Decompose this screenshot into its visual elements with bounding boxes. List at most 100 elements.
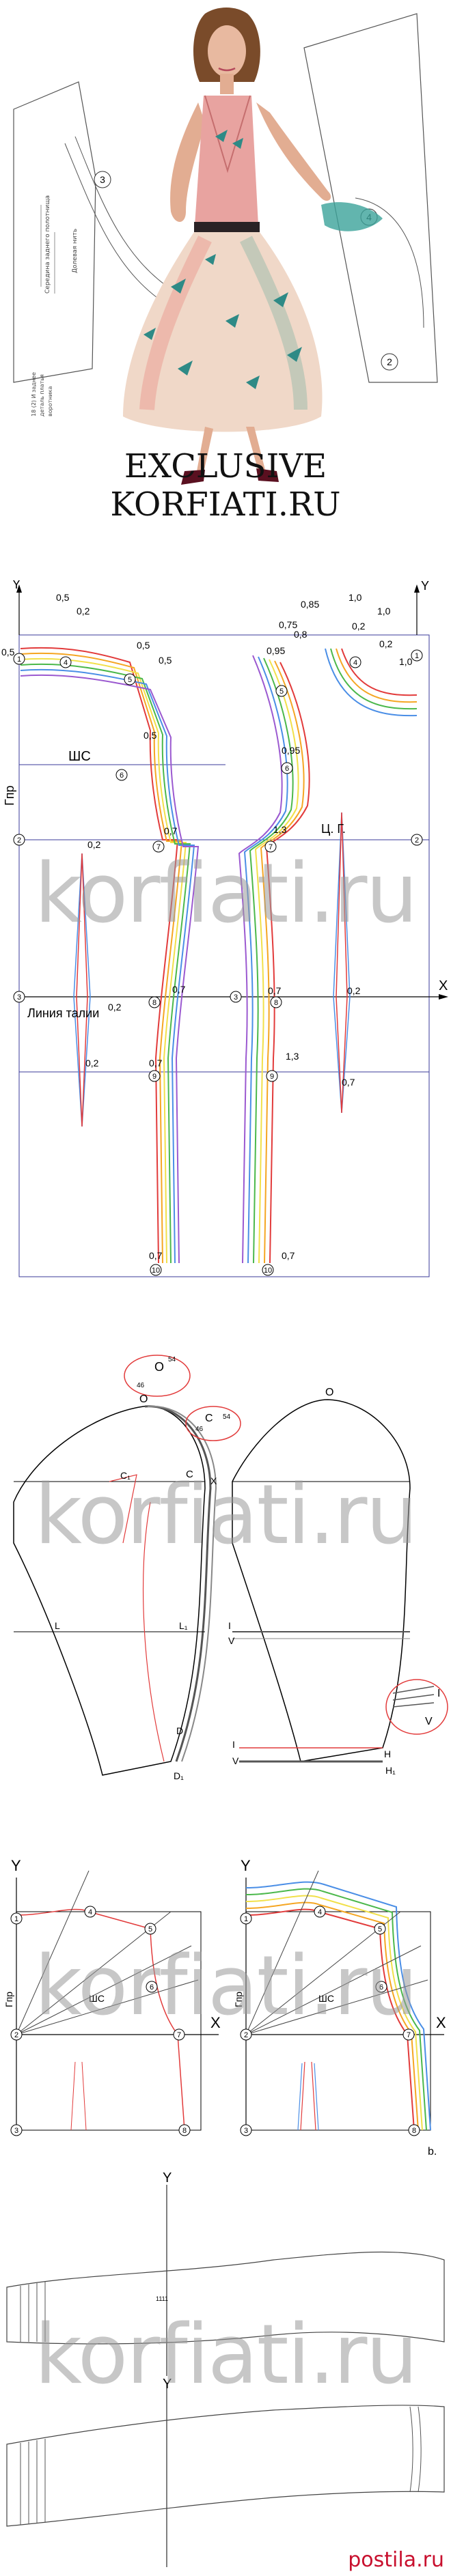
meas-right-1: 0,85: [301, 599, 319, 610]
meas-right-8: 1,0: [399, 656, 413, 667]
zoom-hem-lines: [392, 1686, 435, 1708]
bodice-draft-diagram: Y Y X: [1, 580, 448, 1277]
point-left-7: 7: [156, 843, 161, 851]
watermark-3: korfiati.ru: [34, 1939, 418, 2034]
point-right-9: 9: [270, 1073, 274, 1081]
meas-left-6: 0,7: [164, 825, 178, 836]
zoom-circle-top: [124, 1355, 191, 1397]
label-gpr: Гпр: [3, 785, 16, 806]
point-right-10: 10: [264, 1266, 272, 1275]
y-axis-right-arrow: [414, 584, 420, 593]
mini-right-frame: [245, 1911, 431, 2131]
label-v-right: V: [228, 1635, 235, 1646]
mini-right-point-3: 3: [244, 2127, 248, 2135]
bodice-mini-diagram: Y X Гпр ШС 1 4 5 6 2 7 3 8 Y X: [3, 1857, 446, 2157]
left-shoe: [181, 470, 205, 485]
mini-left-point-3: 3: [14, 2127, 18, 2135]
point-left-10: 10: [152, 1266, 160, 1275]
label-v-right-2: V: [232, 1755, 239, 1766]
mini-right-point-8: 8: [412, 2127, 416, 2135]
meas-right-14: 0,7: [342, 1077, 355, 1088]
meas-left-3: 0,5: [137, 640, 150, 651]
pattern-note-grain: Долевая нить: [72, 229, 79, 273]
point-right-8: 8: [274, 999, 278, 1007]
point-left-2: 2: [17, 836, 21, 845]
label-c-left: C: [186, 1469, 193, 1480]
armhole-curve: [355, 197, 424, 328]
mini-left-label-shs: ШС: [89, 1993, 105, 2004]
meas-left-9: 0,7: [172, 984, 186, 995]
front-bodice-lines: [238, 655, 310, 1264]
watermark-4: korfiati.ru: [34, 2308, 418, 2403]
point-left-6: 6: [120, 772, 124, 780]
mini-left-points: 1 4 5 6 2 7 3 8: [10, 1906, 191, 2136]
point-left-3: 3: [17, 993, 21, 1002]
sleeve-draft-panel: O 46 54 C 46 54 O C C₁ X L L₁ D D₁ O I V…: [0, 1338, 451, 1830]
mini-caption: b.: [428, 2146, 437, 2157]
left-leg: [197, 427, 213, 472]
x-axis-arrow: [439, 994, 448, 1000]
left-arm: [170, 102, 205, 222]
pattern-piece-back: [13, 81, 96, 383]
dress-bodice: [195, 96, 258, 225]
skirt-fold-2: [240, 236, 308, 410]
label-c-circle: C: [205, 1413, 213, 1424]
collar-line: [74, 136, 178, 294]
meas-left-11: 0,7: [149, 1058, 163, 1068]
meas-left-4: 0,5: [159, 655, 172, 666]
point-left-4: 4: [64, 659, 68, 667]
label-c1-left: C₁: [120, 1470, 131, 1481]
mini-left-frame: [16, 1911, 202, 2131]
mini-right-points: 1 4 5 6 2 7 3 8: [240, 1906, 420, 2136]
mini-left-y-label: Y: [11, 1857, 21, 1874]
mini-right-point-4: 4: [318, 1908, 322, 1916]
meas-left-2: 0,5: [1, 647, 15, 657]
front-neck-lines: [325, 648, 418, 717]
meas-right-13: 0,2: [347, 985, 361, 996]
footer-site-label[interactable]: postila.ru: [348, 2548, 444, 2572]
collar-line-2: [64, 143, 172, 308]
meas-left-10: 0,2: [85, 1058, 99, 1068]
feather-clutch: [321, 202, 383, 231]
belt-piece-top: [6, 2251, 445, 2345]
belt-y-label-bottom: Y: [163, 2377, 172, 2392]
measurements-left: 0,5 0,2 0,5 0,5 0,5 0,5 0,7 0,2 0,2 0,7 …: [1, 592, 186, 1261]
lips: [218, 67, 236, 72]
point-right-5: 5: [279, 688, 284, 696]
mini-right-point-1: 1: [244, 1915, 248, 1923]
skirt-fold-1: [139, 236, 212, 410]
sleeve-left-red-line: [109, 1474, 137, 1544]
label-h-right: H: [384, 1749, 391, 1759]
belt-top-stripes: [20, 2282, 46, 2342]
face: [208, 25, 246, 77]
point-right-4: 4: [353, 659, 357, 667]
meas-right-5: 1,0: [377, 606, 391, 617]
point-left-8: 8: [152, 999, 156, 1007]
label-h1-right: H₁: [385, 1765, 396, 1776]
belt-bottom-stripes: [20, 2406, 422, 2525]
belt-mark: 1111: [156, 2295, 168, 2302]
meas-right-4: 0,95: [266, 645, 285, 656]
meas-right-15: 0,7: [282, 1250, 295, 1261]
pattern-piece-front: [303, 13, 438, 383]
measurements-right: 1,0 0,85 0,75 0,8 0,95 1,0 0,2 0,2 1,0 0…: [266, 592, 413, 1261]
pattern-number-3: 3: [100, 174, 105, 185]
meas-right-11: 0,7: [268, 985, 282, 996]
sleeve-left-layers: [144, 1405, 212, 1762]
bodice-mini-panel: Y X Гпр ШС 1 4 5 6 2 7 3 8 Y X: [0, 1843, 451, 2164]
mini-right-y-label: Y: [241, 1857, 251, 1874]
right-shoe: [256, 468, 279, 482]
mini-left-point-6: 6: [150, 1983, 154, 1992]
mini-left-point-8: 8: [182, 2127, 187, 2135]
right-arm: [256, 102, 331, 201]
zoom-circle-hem: [385, 1679, 448, 1735]
mini-left-rays: [16, 1870, 199, 2035]
belt-y-label-top: Y: [163, 2171, 172, 2185]
sleeve-left-outline: [13, 1406, 206, 1776]
back-bodice-lines: [20, 647, 200, 1264]
label-o-circle: O: [154, 1360, 164, 1374]
meas-left-0: 0,5: [56, 592, 70, 603]
right-leg: [246, 427, 265, 471]
point-left-9: 9: [152, 1073, 156, 1081]
pattern-marker-3: [94, 171, 111, 188]
